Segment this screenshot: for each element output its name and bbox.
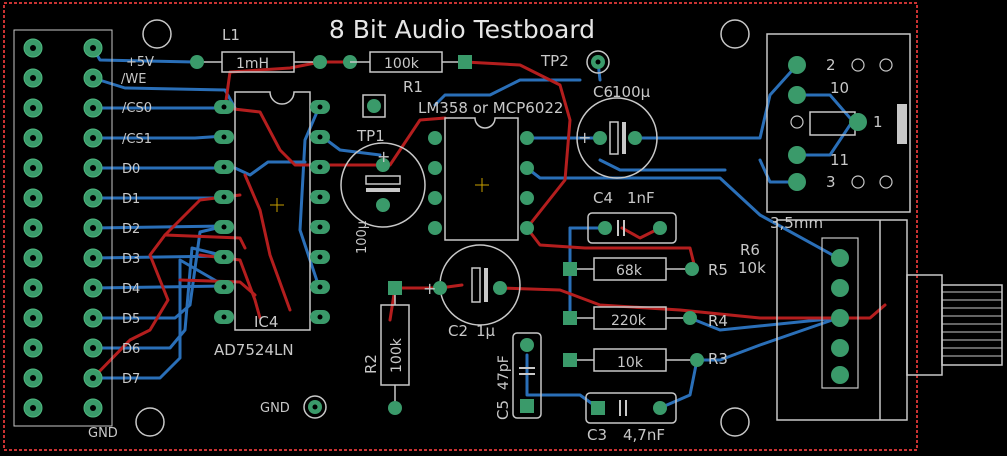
tp2-testpoint [586, 50, 610, 74]
l1-inductor [190, 51, 357, 73]
header-col-a [23, 38, 43, 418]
c2-capacitor [433, 244, 521, 326]
r2-ref: R2 [362, 354, 380, 374]
ic4-ref: IC4 [254, 313, 278, 331]
polarity-marks: + + + [377, 128, 591, 298]
c4-capacitor [587, 212, 677, 244]
mounting-holes [135, 19, 750, 437]
board-outline [3, 2, 918, 451]
label-gnd: GND [88, 426, 118, 441]
jack-label: 3,5mm [770, 214, 823, 232]
c1-capacitor [340, 142, 426, 228]
ic4-part: AD7524LN [214, 341, 294, 359]
l1-value: 1mH [236, 56, 269, 72]
c6-capacitor [576, 97, 658, 179]
r1-ref: R1 [403, 78, 423, 96]
r5-resistor [563, 257, 699, 281]
label-we: /WE [121, 72, 146, 87]
component-labels: L1 1mH 100k R1 TP2 C6 100µ LM358 or MCP6… [214, 26, 883, 444]
c6-value: 100µ [612, 83, 651, 101]
r5-value: 68k [616, 263, 643, 279]
jack-pin-2: 2 [826, 56, 836, 74]
c1-value: 100µ [355, 221, 370, 254]
label-d2: D2 [122, 222, 140, 237]
r1-resistor [350, 51, 472, 73]
c4-ref: C4 [593, 189, 613, 207]
gnd-pad-label: GND [260, 401, 290, 416]
c2-ref: C2 [448, 322, 468, 340]
header-col-b [83, 38, 103, 418]
mounting-hole-bl [135, 407, 165, 437]
r4-resistor [563, 306, 697, 330]
r3-ref: R3 [708, 350, 728, 368]
svg-text:+: + [377, 147, 390, 166]
opamp-socket [428, 117, 534, 241]
r2-value: 100k [389, 337, 405, 373]
label-cs0: /CS0 [122, 101, 152, 116]
c5-ref: C5 [494, 400, 512, 420]
label-d3: D3 [122, 252, 140, 267]
r3-value: 10k [617, 355, 644, 371]
c3-value: 4,7nF [623, 426, 665, 444]
c3-ref: C3 [587, 426, 607, 444]
label-d5: D5 [122, 312, 140, 327]
jack-pin-11: 11 [830, 151, 849, 169]
label-d0: D0 [122, 162, 140, 177]
gnd-testpoint [303, 395, 327, 419]
ic4-dac [214, 91, 330, 331]
header-labels: +5V /WE /CS0 /CS1 D0 D1 D2 D3 D4 D5 D6 D… [88, 55, 154, 441]
r1-value: 100k [384, 56, 420, 72]
c2-value: 1µ [476, 322, 496, 340]
r6-potentiometer [776, 219, 1003, 421]
audio-jack [766, 33, 911, 213]
r6-value: 10k [738, 259, 766, 277]
c5-value: 47pF [496, 355, 512, 390]
board-title: 8 Bit Audio Testboard [329, 15, 595, 44]
r4-ref: R4 [708, 312, 728, 330]
r2-resistor [380, 281, 410, 415]
l1-ref: L1 [222, 26, 240, 44]
c4-value: 1nF [627, 189, 655, 207]
via-pad-r1 [362, 94, 386, 118]
jack-pin-3: 3 [826, 173, 836, 191]
left-header [13, 29, 113, 427]
r3-resistor [563, 348, 704, 372]
svg-text:+: + [423, 279, 436, 298]
mounting-hole-tl [142, 19, 172, 49]
c5-capacitor [512, 332, 542, 419]
tp2-label: TP2 [540, 52, 569, 70]
label-d6: D6 [122, 342, 140, 357]
opamp-label: LM358 or MCP6022 [418, 99, 563, 117]
tp1-label: TP1 [356, 127, 385, 145]
jack-pin-10: 10 [830, 79, 849, 97]
mounting-hole-br [720, 407, 750, 437]
r5-ref: R5 [708, 261, 728, 279]
mounting-hole-tr [720, 19, 750, 49]
label-d1: D1 [122, 192, 140, 207]
r6-ref: R6 [740, 241, 760, 259]
c6-ref: C6 [593, 83, 613, 101]
label-cs1: /CS1 [122, 132, 152, 147]
label-d7: D7 [122, 372, 140, 387]
c3-capacitor [585, 392, 677, 424]
label-d4: D4 [122, 282, 140, 297]
jack-pin-1: 1 [873, 113, 883, 131]
svg-text:+: + [578, 128, 591, 147]
r4-value: 220k [611, 313, 647, 329]
label-vcc: +5V [126, 55, 154, 70]
